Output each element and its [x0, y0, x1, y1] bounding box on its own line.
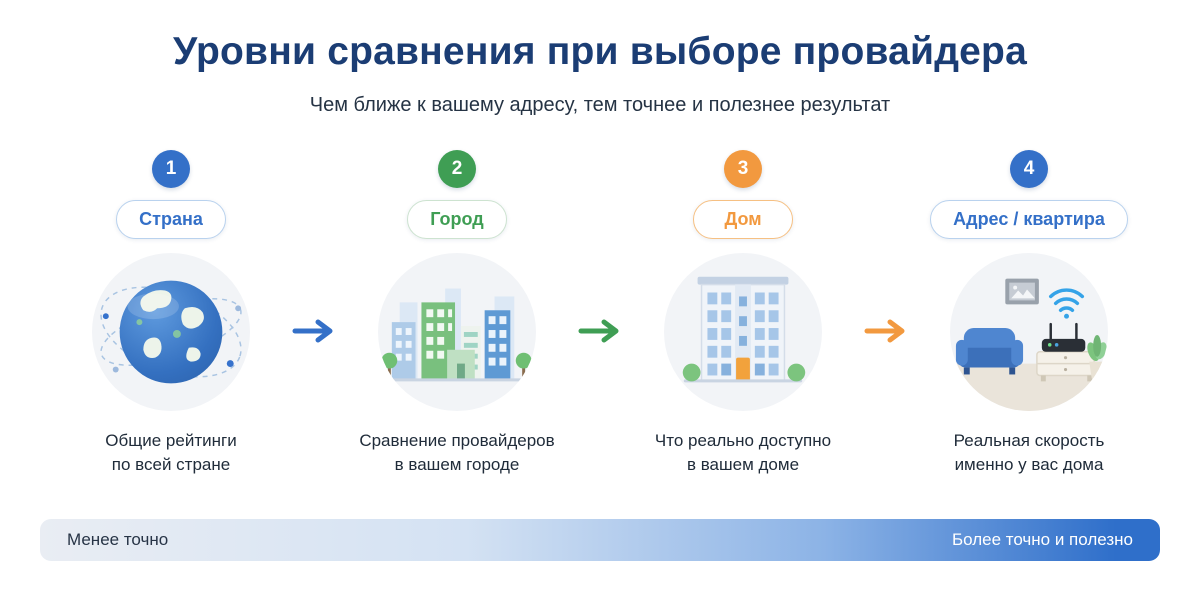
step-house: 3 Дом	[626, 150, 860, 477]
scale-left-label: Менее точно	[67, 530, 169, 549]
step-number-badge: 2	[438, 150, 476, 188]
step-caption: Что реально доступно в вашем доме	[654, 431, 832, 474]
picture-frame-icon	[1005, 278, 1039, 305]
router-icon	[1041, 322, 1086, 352]
arrow-right-icon	[288, 318, 340, 344]
arrow-right-icon	[574, 318, 626, 344]
apartment-building-icon	[682, 276, 806, 383]
apartment-building-illustration	[664, 253, 822, 411]
step-caption: Сравнение провайдеров в вашем городе	[359, 431, 555, 474]
step-number-badge: 1	[152, 150, 190, 188]
city-buildings-icon	[381, 288, 532, 382]
step-caption: Реальная скорость именно у вас дома	[953, 431, 1105, 474]
page-subtitle: Чем ближе к вашему адресу, тем точнее и …	[309, 94, 891, 116]
step-caption: Общие рейтинги по всей стране	[105, 431, 237, 474]
armchair-icon	[955, 328, 1024, 375]
wifi-icon	[1048, 288, 1085, 319]
globe-icon	[100, 280, 242, 384]
globe-illustration	[92, 253, 250, 411]
step-city: 2 Город	[340, 150, 574, 477]
city-illustration	[378, 253, 536, 411]
page-title: Уровни сравнения при выборе провайдера	[173, 30, 1027, 73]
accuracy-scale-bar: Менее точно Более точно и полезно	[40, 519, 1160, 561]
step-label-pill: Адрес / квартира	[930, 200, 1128, 239]
scale-right-label: Более точно и полезно	[951, 530, 1133, 549]
step-number-badge: 4	[1010, 150, 1048, 188]
step-label-pill: Город	[407, 200, 507, 239]
step-address: 4 Адрес / квартира	[912, 150, 1146, 477]
step-label-pill: Дом	[693, 200, 793, 239]
home-wifi-icon	[950, 278, 1108, 411]
home-interior-illustration	[950, 253, 1108, 411]
step-country: 1 Страна	[54, 150, 288, 477]
steps-row: 1 Страна	[0, 150, 1200, 477]
step-number-badge: 3	[724, 150, 762, 188]
step-label-pill: Страна	[116, 200, 226, 239]
arrow-right-icon	[860, 318, 912, 344]
